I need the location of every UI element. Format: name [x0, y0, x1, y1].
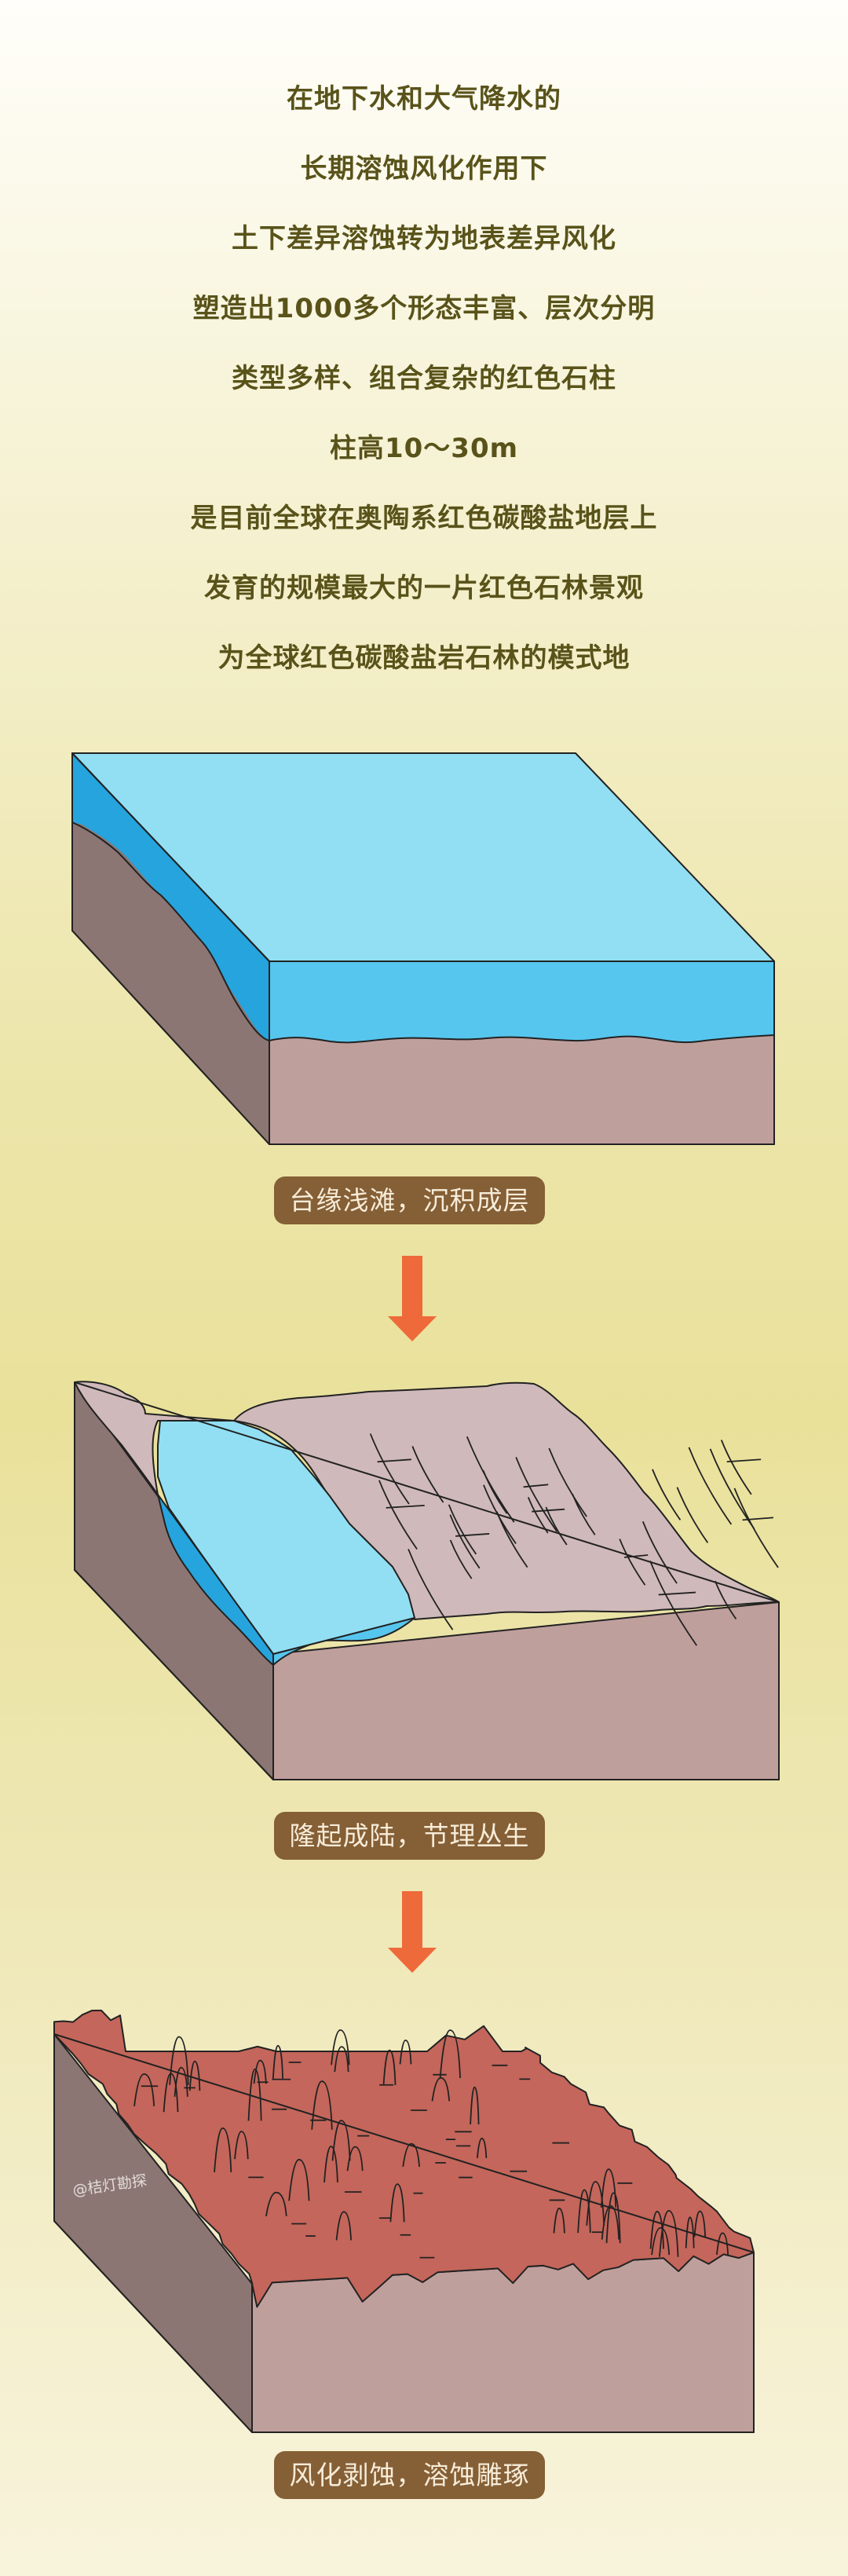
joint-crack [532, 1508, 565, 1513]
stage2-water-side [157, 1494, 274, 1666]
stone-pillar [334, 2046, 349, 2073]
joint-crack [652, 1469, 682, 1520]
joint-crack [619, 1539, 646, 1586]
joint-crack [742, 1517, 774, 1521]
joint-crack [515, 1457, 558, 1532]
joint-crack [714, 1580, 737, 1620]
joint-crack [449, 1539, 473, 1579]
stone-pillar [649, 2211, 664, 2249]
intro-line: 在地下水和大气降水的 [287, 83, 561, 115]
joint-crack [482, 1469, 508, 1514]
stone-pillar [601, 2205, 620, 2240]
joint-crack [455, 1533, 490, 1537]
stone-pillar [470, 2086, 480, 2125]
stage2-water-front [272, 1617, 415, 1666]
joint-crack [378, 1480, 418, 1550]
stone-pillar [272, 2044, 283, 2079]
joint-crack [709, 1448, 755, 1530]
intro-line: 长期溶蚀风化作用下 [300, 153, 548, 185]
stone-pillar [553, 2208, 565, 2234]
joint-crack [688, 1447, 733, 1525]
stage2-rock-top [74, 1381, 780, 1620]
joint-crack [495, 1511, 528, 1568]
stone-pillar [133, 2073, 155, 2106]
stage3-label: 风化剥蚀，溶蚀雕琢 [274, 2451, 545, 2499]
joint-crack [548, 1447, 587, 1517]
joint-crack [641, 1520, 678, 1584]
intro-line: 类型多样、组合复杂的红色石柱 [232, 363, 616, 394]
stone-pillar [174, 2066, 188, 2097]
joint-crack [572, 1493, 596, 1535]
arrow-down-icon [388, 1891, 437, 1973]
stone-pillar [399, 2039, 412, 2065]
intro-line: 发育的规模最大的一片红色石林景观 [204, 573, 644, 604]
stone-pillar [331, 2029, 350, 2066]
stone-pillar [214, 2127, 232, 2173]
stage1-block [71, 752, 775, 1145]
joint-crack [649, 1561, 698, 1646]
joint-crack [726, 1458, 762, 1463]
stone-pillar [234, 2131, 249, 2160]
stone-pillar [476, 2137, 488, 2158]
stone-pillar [311, 2080, 333, 2130]
stage3-block [53, 2009, 755, 2433]
joint-crack [733, 1487, 779, 1568]
stage2-joint-cracks [369, 1433, 779, 1646]
intro-line: 是目前全球在奥陶系红色碳酸盐地层上 [190, 503, 658, 534]
joint-crack [386, 1504, 425, 1509]
intro-line: 塑造出1000多个形态丰富、层次分明 [192, 293, 656, 324]
stone-pillar [605, 2192, 621, 2244]
joint-crack [720, 1440, 752, 1495]
stone-pillar [169, 2036, 189, 2085]
joint-crack [676, 1487, 709, 1543]
stone-pillar [389, 2183, 405, 2223]
stone-pillar [577, 2189, 591, 2234]
stage2-block [74, 1381, 780, 1780]
stone-pillar [288, 2158, 310, 2201]
stage1-water-side [72, 753, 269, 1041]
intro-text: 在地下水和大气降水的 长期溶蚀风化作用下 土下差异溶蚀转为地表差异风化 塑造出1… [0, 75, 848, 704]
intro-line: 土下差异溶蚀转为地表差异风化 [232, 223, 616, 254]
stone-pillar [331, 2120, 351, 2161]
joint-crack [448, 1504, 477, 1555]
joint-crack [369, 1433, 410, 1505]
stone-pillar [439, 2029, 461, 2078]
stage1-water-front [269, 961, 775, 1044]
arrow-down-icon [388, 1256, 437, 1341]
stone-pillar [600, 2168, 617, 2208]
joint-crack [377, 1458, 411, 1463]
intro-line: 为全球红色碳酸盐岩石林的模式地 [217, 642, 631, 674]
joint-crack [408, 1549, 454, 1630]
stage1-label: 台缘浅滩，沉积成层 [274, 1176, 545, 1224]
stone-pillar [265, 2191, 287, 2217]
stone-pillar [382, 2049, 397, 2086]
joint-crack [624, 1554, 649, 1558]
joint-crack [449, 1514, 481, 1569]
stone-pillar [659, 2210, 679, 2257]
joint-crack [658, 1591, 696, 1596]
stage2-label: 隆起成陆，节理丛生 [274, 1812, 545, 1860]
stone-pillar [693, 2210, 707, 2238]
stone-pillar [253, 2059, 267, 2084]
intro-line: 柱高10～30m [329, 433, 519, 464]
stone-pillar [335, 2211, 352, 2241]
stage2-water-top [157, 1420, 415, 1655]
stone-pillar [402, 2142, 420, 2168]
joint-crack [523, 1484, 549, 1488]
stone-pillar [323, 2146, 338, 2183]
stone-pillar [651, 2227, 671, 2256]
